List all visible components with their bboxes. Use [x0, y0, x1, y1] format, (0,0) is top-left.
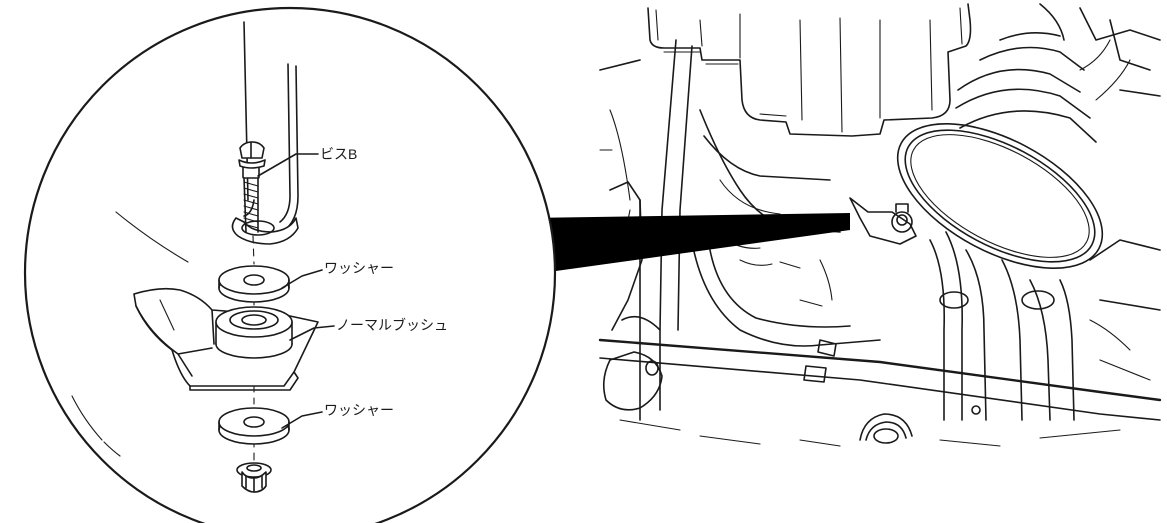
bolt-screw-b	[238, 141, 266, 233]
washer-bottom	[218, 407, 290, 445]
engine-bay-illustration	[598, 3, 1162, 447]
callout-washer-bottom-label: ワッシャー	[324, 402, 394, 418]
flange-nut	[236, 462, 272, 493]
callout-bushing-label: ノーマルブッシュ	[336, 317, 448, 333]
callout-bolt-label: ビスB	[320, 146, 357, 162]
callout-washer-top-label: ワッシャー	[324, 260, 394, 276]
washer-top	[218, 265, 290, 303]
detail-zoom-circle	[23, 6, 557, 523]
detail-contents	[71, 21, 335, 493]
pointer-wedge-icon	[527, 213, 850, 275]
normal-bushing	[215, 306, 293, 359]
